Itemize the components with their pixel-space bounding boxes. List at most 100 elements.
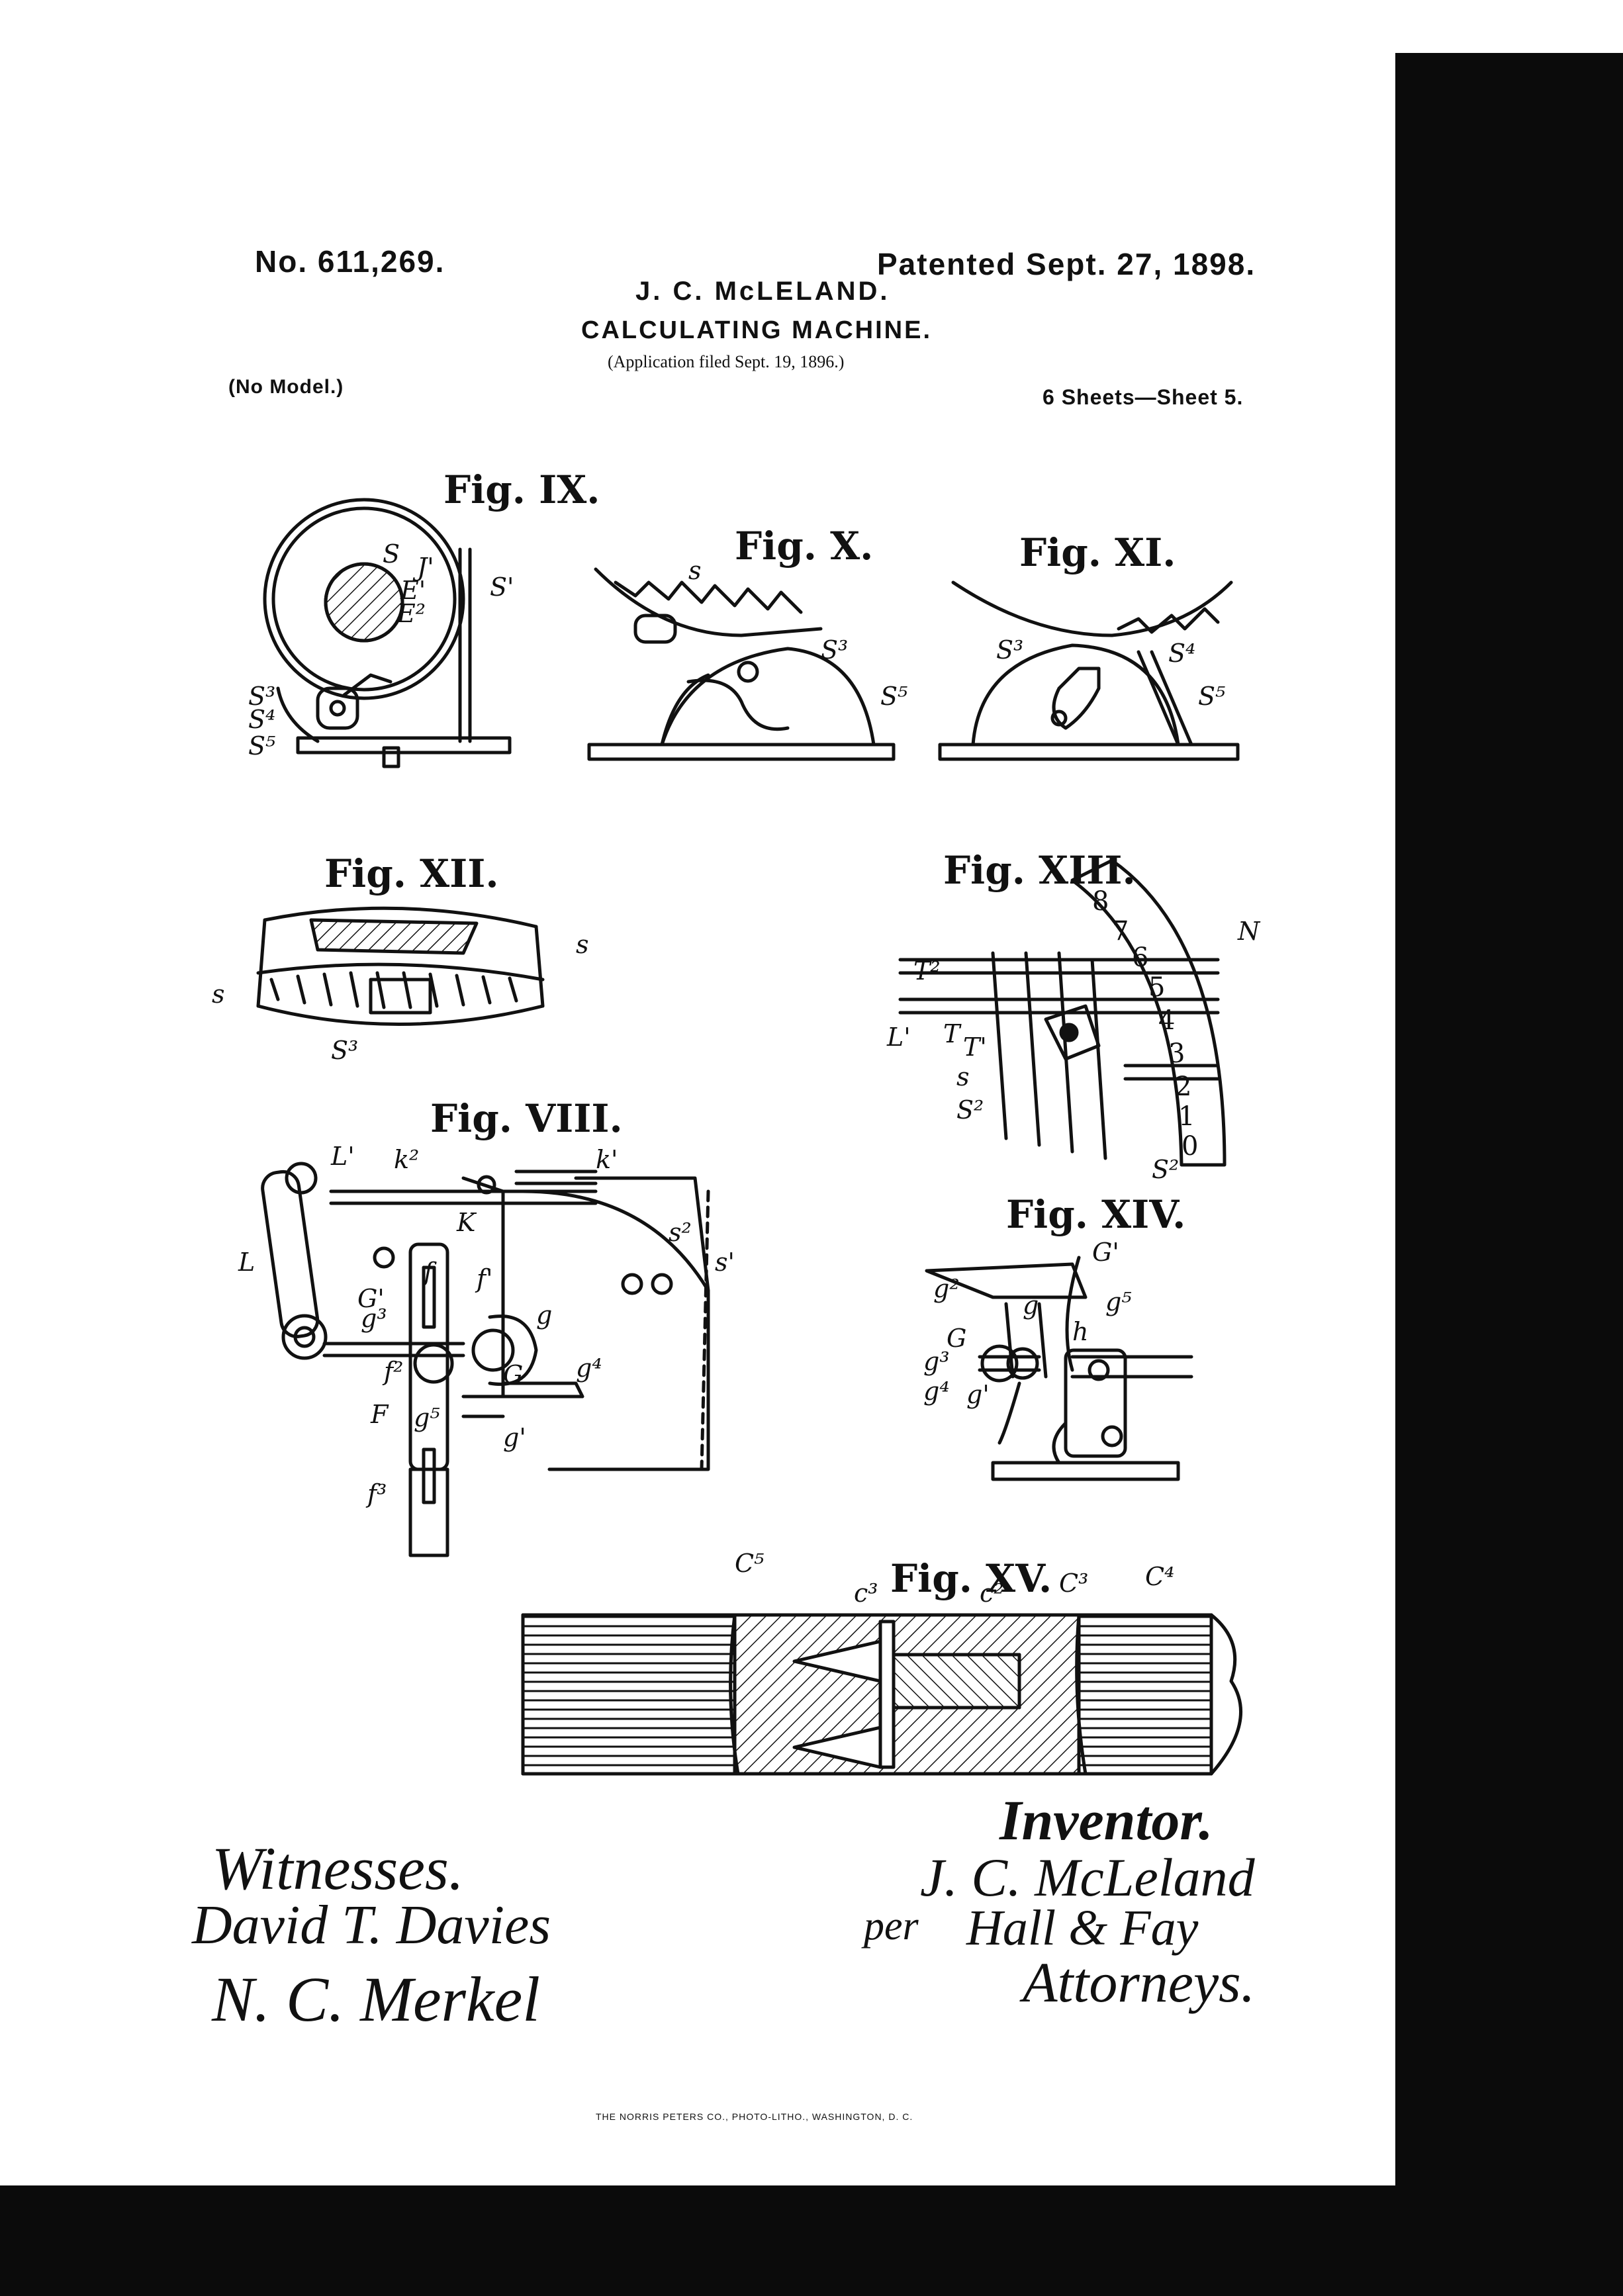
attorneys-heading: Attorneys. xyxy=(1023,1951,1256,2014)
label-viii-19: f³ xyxy=(365,1479,387,1508)
figure-xii-label: Fig. XII. xyxy=(324,851,499,896)
label-viii-18: g' xyxy=(503,1423,526,1452)
wheel-digit-1: 1 xyxy=(1178,1101,1195,1132)
label-xiii-5: T' xyxy=(963,1033,987,1062)
wheel-digit-6: 6 xyxy=(1132,942,1148,973)
wheel-digit-2: 2 xyxy=(1175,1072,1191,1102)
label-ix-1: S xyxy=(383,539,400,569)
label-viii-7: s' xyxy=(715,1248,735,1277)
witness-2-signature: N. C. Merkel xyxy=(212,1964,540,2035)
label-ix-7: S⁴ xyxy=(248,705,275,734)
invention-title: CALCULATING MACHINE. xyxy=(581,316,933,344)
scan-edge-bottom xyxy=(0,2185,1623,2296)
label-xiii-3: L' xyxy=(886,1023,911,1052)
label-xv-3: c² xyxy=(980,1579,1004,1608)
label-viii-17: g⁵ xyxy=(414,1403,440,1432)
label-x-3: S⁵ xyxy=(880,682,907,711)
label-viii-6: s² xyxy=(669,1218,692,1247)
wheel-digit-0: 0 xyxy=(1182,1131,1198,1162)
label-xiv-8: g⁴ xyxy=(923,1377,950,1406)
figure-xi-label: Fig. XI. xyxy=(1019,530,1176,575)
witness-1-signature: David T. Davies xyxy=(192,1894,551,1956)
wheel-digit-8: 8 xyxy=(1092,886,1109,917)
label-xiii-7: S² xyxy=(956,1095,984,1125)
label-xiv-9: g' xyxy=(966,1380,990,1409)
label-xiii-1: N xyxy=(1237,917,1261,946)
label-viii-15: G xyxy=(503,1360,523,1389)
figure-xiii-label: Fig. XIII. xyxy=(943,848,1136,893)
label-viii-16: F xyxy=(370,1400,389,1429)
label-viii-9: f' xyxy=(475,1264,493,1293)
figure-xiii: Fig. XIII. 8 7 6 5 4 3 2 1 0 N T² L' T T… xyxy=(886,848,1261,1184)
label-viii-14: g⁴ xyxy=(576,1354,602,1383)
label-ix-5: S' xyxy=(490,573,514,602)
figure-viii: Fig. VIII. L' k² k' K L s² s' xyxy=(238,1096,735,1557)
label-xi-3: S⁵ xyxy=(1198,682,1225,711)
figure-xi-part-labels: S³ S⁴ S⁵ xyxy=(996,635,1225,711)
scan-edge-right xyxy=(1395,53,1623,2296)
label-xiv-3: g xyxy=(1023,1291,1039,1320)
wheel-digit-3: 3 xyxy=(1168,1038,1185,1069)
label-viii-3: k' xyxy=(596,1145,618,1174)
figure-x-part-labels: s S³ S⁵ xyxy=(688,556,907,711)
sheet-count: 6 Sheets—Sheet 5. xyxy=(1043,385,1244,409)
label-xi-1: S³ xyxy=(996,635,1023,665)
label-xii-1: s xyxy=(212,980,225,1009)
label-viii-2: k² xyxy=(394,1145,419,1174)
patent-number: No. 611,269. xyxy=(255,244,445,279)
figure-xiv-label: Fig. XIV. xyxy=(1006,1192,1185,1237)
application-filed: (Application filed Sept. 19, 1896.) xyxy=(608,352,845,371)
per-label: per xyxy=(864,1904,919,1949)
figure-ix-part-labels: S J' E' E² S' S³ S⁴ S⁵ xyxy=(248,539,514,760)
model-note: (No Model.) xyxy=(228,376,344,398)
label-viii-12: g xyxy=(536,1301,552,1330)
label-xiv-7: g³ xyxy=(923,1347,950,1376)
figure-xv-part-labels: C⁵ c³ c² C³ C⁴ xyxy=(735,1549,1174,1608)
label-xv-2: c³ xyxy=(854,1579,878,1608)
figure-xii-part-labels: s s S³ xyxy=(212,930,589,1065)
wheel-digit-7: 7 xyxy=(1112,916,1129,946)
figure-ix: Fig. IX. S J' E' E² S' S³ S⁴ S⁵ xyxy=(248,467,600,768)
attorneys-signature: Hall & Fay xyxy=(966,1900,1199,1956)
label-xiv-4: g⁵ xyxy=(1105,1287,1132,1316)
figure-x: Fig. X. s S³ S⁵ xyxy=(587,524,907,761)
label-xii-3: S³ xyxy=(331,1036,358,1065)
witnesses-heading: Witnesses. xyxy=(212,1835,464,1902)
label-ix-8: S⁵ xyxy=(248,731,275,760)
label-viii-1: L' xyxy=(330,1142,355,1171)
patent-drawings: Fig. IX. S J' E' E² S' S³ S⁴ S⁵ Fig. X. xyxy=(212,467,1261,1776)
label-x-2: S³ xyxy=(821,635,848,665)
label-xi-2: S⁴ xyxy=(1168,639,1195,668)
inventor-name: J. C. McLELAND. xyxy=(635,277,890,306)
figure-xi: Fig. XI. S³ S⁴ S⁵ xyxy=(938,530,1240,761)
wheel-digit-5: 5 xyxy=(1148,972,1165,1003)
label-xv-4: C³ xyxy=(1059,1569,1088,1598)
wheel-digit-4: 4 xyxy=(1158,1005,1175,1036)
label-xiv-6: h xyxy=(1072,1317,1088,1346)
figure-xv-label: Fig. XV. xyxy=(890,1556,1052,1601)
label-viii-13: f² xyxy=(382,1357,403,1386)
figure-xv: Fig. XV. C⁵ c³ c² C³ C⁴ xyxy=(521,1549,1242,1776)
figure-xii: Fig. XII. s s S³ xyxy=(212,851,589,1065)
figure-viii-label: Fig. VIII. xyxy=(430,1096,623,1141)
label-xiii-6: s xyxy=(956,1062,970,1091)
patent-date: Patented Sept. 27, 1898. xyxy=(877,247,1256,281)
label-viii-4: K xyxy=(456,1208,477,1237)
figure-xiii-part-labels: N T² L' T T' s S² S² xyxy=(886,917,1261,1184)
label-viii-10: G' xyxy=(357,1284,385,1313)
label-ix-6: S³ xyxy=(248,682,275,711)
figure-viii-part-labels: L' k² k' K L s² s' f f' G' g³ g f² g⁴ G … xyxy=(238,1142,735,1508)
figure-x-label: Fig. X. xyxy=(735,524,873,569)
label-x-1: s xyxy=(688,556,702,585)
label-xv-1: C⁵ xyxy=(735,1549,764,1578)
label-xiv-5: G xyxy=(947,1324,966,1353)
label-xiv-1: G' xyxy=(1092,1238,1119,1267)
label-xv-5: C⁴ xyxy=(1145,1562,1174,1591)
label-xiii-4: T xyxy=(943,1019,962,1048)
label-ix-3: E' xyxy=(400,576,426,605)
inventor-signature: J. C. McLeland xyxy=(920,1847,1255,1907)
figure-xiv-part-labels: G' g² g g⁵ G h g³ g⁴ g' xyxy=(923,1238,1132,1409)
inventor-heading: Inventor. xyxy=(999,1788,1213,1852)
figure-xiv: Fig. XIV. G' g² g g⁵ G h g³ g⁴ g' xyxy=(923,1192,1193,1481)
